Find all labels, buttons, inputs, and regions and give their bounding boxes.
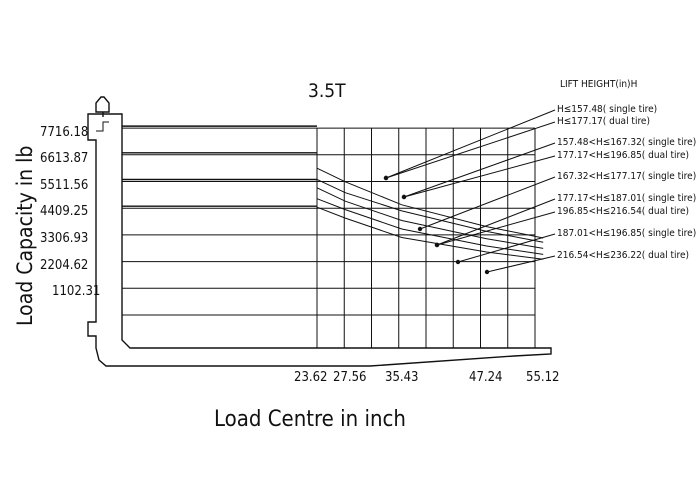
capacity-bars <box>122 125 317 207</box>
y-tick-label: 3306.93 <box>40 231 88 246</box>
legend-leader-line <box>419 176 556 230</box>
fork-hook-top <box>95 96 110 117</box>
x-tick-label: 47.24 <box>469 370 502 385</box>
legend-leader-dot <box>455 259 461 265</box>
x-tick-label: 27.56 <box>333 370 366 385</box>
legend-entry: 157.48<H≤167.32( single tire) <box>557 137 696 148</box>
capacity-curve <box>316 178 544 243</box>
legend-entry: 177.17<H≤187.01( single tire) <box>557 193 696 204</box>
legend-leader-line <box>385 121 556 179</box>
legend-leader-line <box>403 142 556 198</box>
legend-leader-dot <box>484 269 490 275</box>
legend-leader-dot <box>383 175 389 181</box>
legend-leader-dot <box>434 242 440 248</box>
legend-leader-line <box>436 211 556 246</box>
legend-leader-line <box>385 109 556 179</box>
x-tick-label: 55.12 <box>526 370 559 385</box>
legend-entry: 216.54<H≤236.22( dual tire) <box>557 250 689 261</box>
legend-leader-line <box>486 255 556 273</box>
x-tick-label: 23.62 <box>294 370 327 385</box>
x-tick-label: 35.43 <box>385 370 418 385</box>
legend-entry: 187.01<H≤196.85( single tire) <box>557 228 696 239</box>
chart-title: 3.5T <box>308 80 346 102</box>
legend-entry: H≤157.48( single tire) <box>557 104 657 115</box>
y-tick-label: 6613.87 <box>40 151 88 166</box>
capacity-curve <box>316 187 544 249</box>
y-tick-label: 2204.62 <box>40 258 88 273</box>
capacity-curve <box>316 167 544 239</box>
legend-leader-line <box>457 233 556 263</box>
y-tick-label: 1102.31 <box>52 284 100 299</box>
legend-entry: 177.17<H≤196.85( dual tire) <box>557 150 689 161</box>
fork-drawing <box>87 96 552 367</box>
y-tick-label: 7716.18 <box>40 125 88 140</box>
y-tick-label: 4409.25 <box>40 204 88 219</box>
legend-leaders <box>383 109 556 275</box>
capacity-curve <box>316 206 544 260</box>
legend-leader-dot <box>401 194 407 200</box>
legend-leader-dot <box>417 226 423 232</box>
fork-notch <box>96 121 109 132</box>
y-tick-label: 5511.56 <box>40 178 88 193</box>
x-axis-label: Load Centre in inch <box>214 407 406 432</box>
legend-entry: 167.32<H≤177.17( single tire) <box>557 171 696 182</box>
legend-leader-line <box>403 155 556 198</box>
y-axis-label: Load Capacity in lb <box>13 146 37 326</box>
legend-leader-line <box>436 198 556 246</box>
legend-title: LIFT HEIGHT(in)H <box>560 79 637 90</box>
legend-entry: H≤177.17( dual tire) <box>557 116 650 127</box>
chart-grid <box>122 127 536 348</box>
fork-outline <box>87 113 552 367</box>
legend-entry: 196.85<H≤216.54( dual tire) <box>557 206 689 217</box>
capacity-curves <box>316 167 544 260</box>
